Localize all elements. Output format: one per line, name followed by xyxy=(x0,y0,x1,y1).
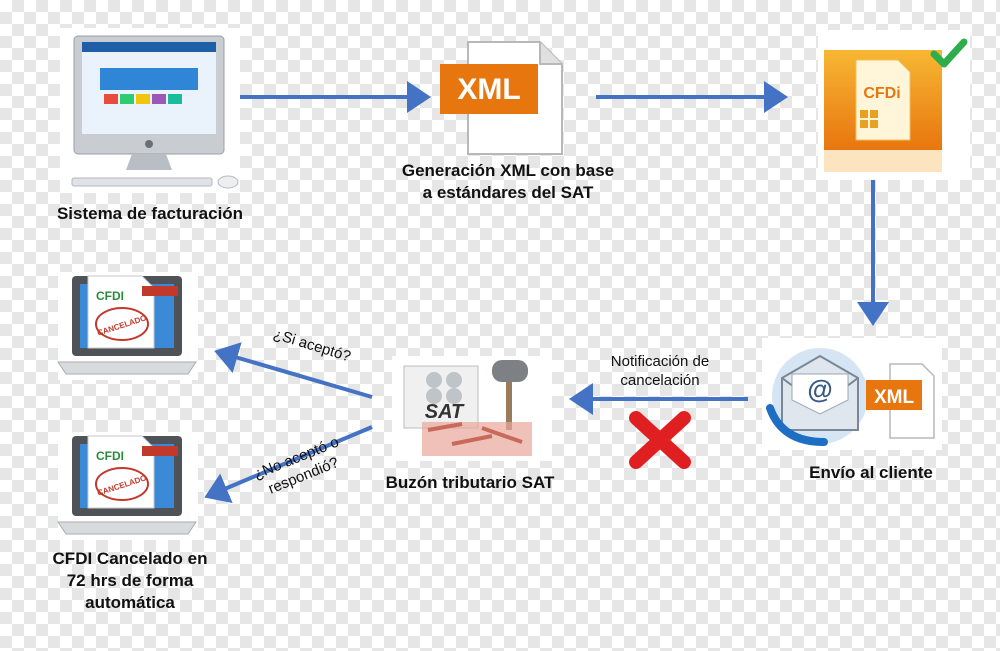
arrow-sat-to-accepted xyxy=(214,342,373,399)
svg-text:CFDI: CFDI xyxy=(96,289,124,303)
checkmark-icon xyxy=(930,38,968,68)
reject-x-icon xyxy=(629,411,691,469)
laptop-cancelled-icon: CFDI CANCELADO xyxy=(57,272,198,380)
svg-text:@: @ xyxy=(807,374,832,404)
sat-icon-text: SAT xyxy=(425,401,465,423)
laptop-auto-cancelled-icon: CFDI CANCELADO xyxy=(57,432,198,540)
xml-icon-text: XML xyxy=(457,73,520,106)
billing-system-label: Sistema de facturación xyxy=(56,204,244,223)
xml-document-icon: XML xyxy=(440,41,563,155)
email-icon: @ XML xyxy=(762,338,942,450)
auto-cancel-label: CFDI Cancelado en 72 hrs de forma automá… xyxy=(52,549,208,612)
arrow-sat-to-auto xyxy=(204,425,373,503)
sat-mailbox-label: Buzón tributario SAT xyxy=(385,473,555,492)
cfdi-icon-text: CFDi xyxy=(863,85,900,102)
sat-mailbox-icon: SAT xyxy=(392,356,552,461)
svg-text:CFDI: CFDI xyxy=(96,449,124,463)
cfdi-validated-icon: CFDi xyxy=(818,30,970,180)
desktop-computer-icon xyxy=(60,28,240,193)
email-xml-icon-text: XML xyxy=(874,387,915,408)
send-to-client-label: Envío al cliente xyxy=(809,463,933,482)
xml-generation-label: Generación XML con base a estándares del… xyxy=(401,161,615,202)
notification-edge-label: Notificación de cancelación xyxy=(610,353,710,390)
